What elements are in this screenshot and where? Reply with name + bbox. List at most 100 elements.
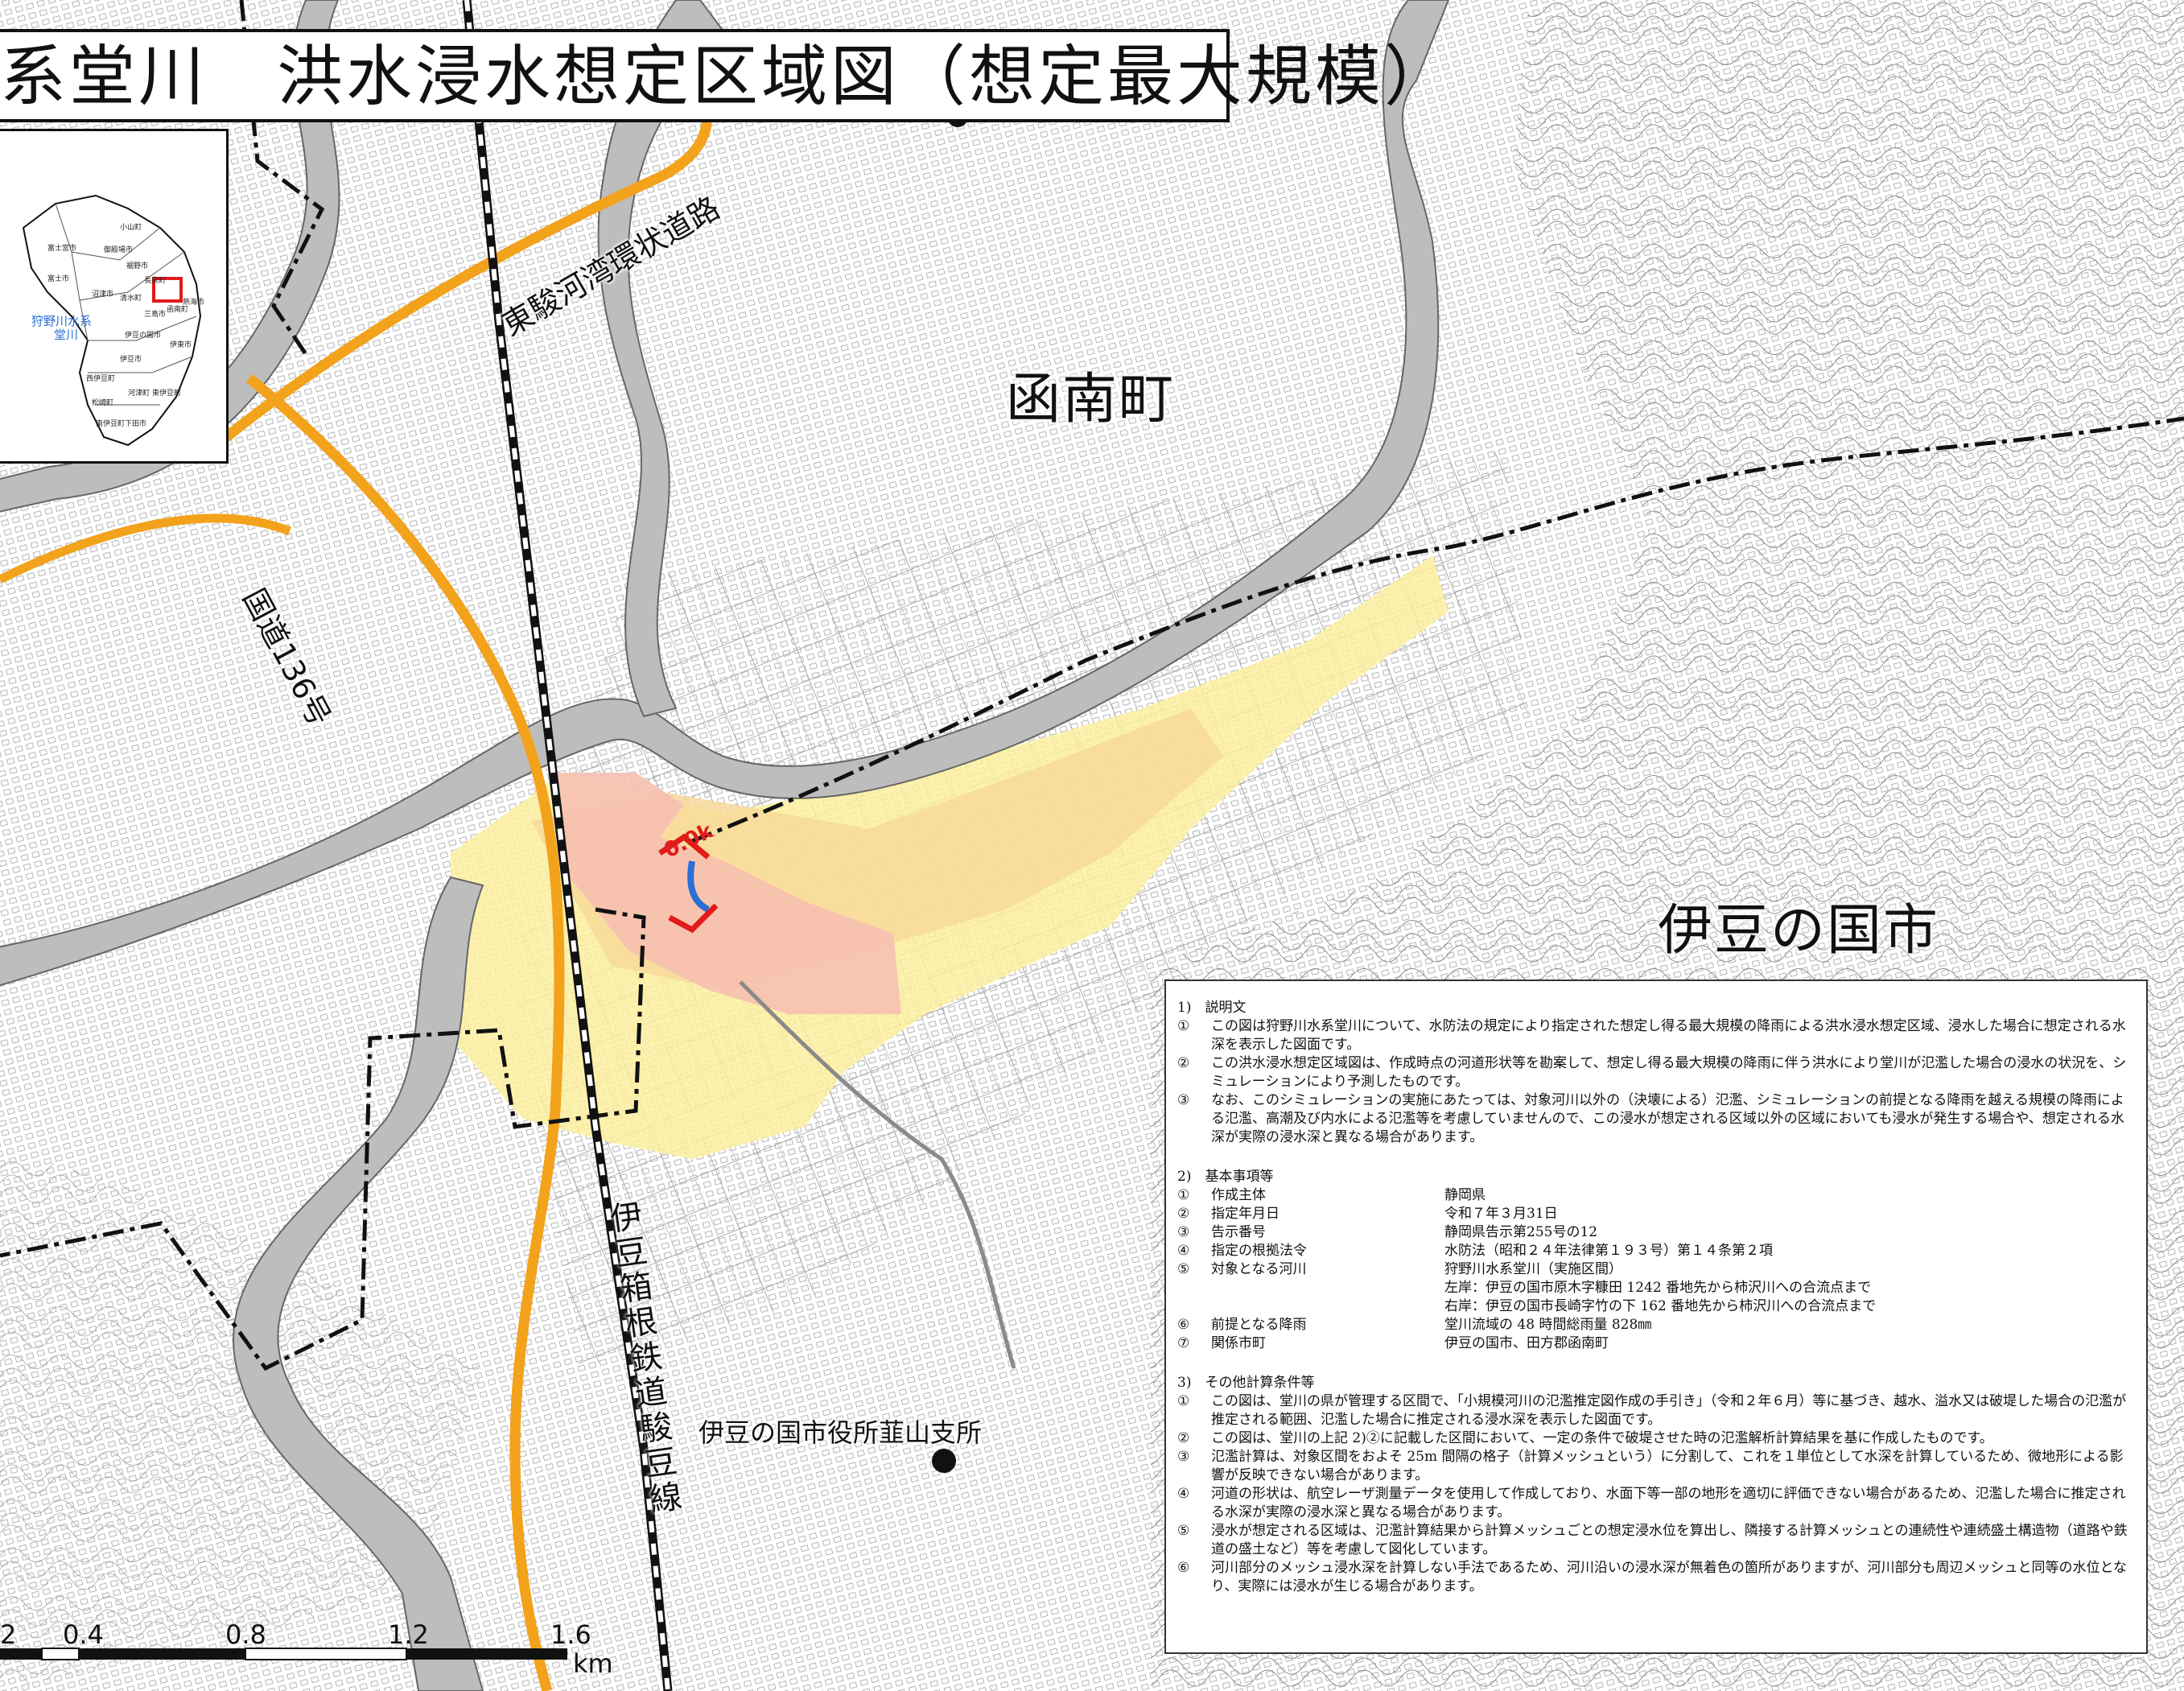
info-value: 伊豆の国市、田方郡函南町 — [1444, 1335, 1609, 1351]
info-key: 前提となる降雨 — [1211, 1317, 1307, 1333]
target-river — [687, 860, 711, 913]
item-number: ⑥ — [1177, 1317, 1190, 1333]
inset-label: 熱海市 — [183, 299, 205, 307]
left-bank-range: 左岸：伊豆の国市原木字糠田 1242 番地先から柿沢川への合流点まで — [1444, 1280, 1872, 1296]
info-key: 作成主体 — [1211, 1187, 1266, 1203]
inset-label: 伊豆の国市 — [125, 332, 162, 340]
town-label-kannami: 函南町 — [1006, 368, 1176, 431]
secondary-road — [739, 980, 1016, 1369]
scale-unit: km — [573, 1648, 613, 1679]
upper-river — [597, 0, 726, 718]
info-value: 水防法（昭和２４年法律第１９３号）第１４条第２項 — [1444, 1243, 1773, 1259]
item-number: ② — [1177, 1430, 1190, 1446]
inset-label: 清水町 — [120, 295, 142, 303]
inset-label: 南伊豆町 — [96, 420, 126, 428]
info-key: 指定の根拠法令 — [1211, 1243, 1307, 1259]
mountain-area-west — [0, 1151, 483, 1691]
info-key: 告示番号 — [1211, 1224, 1266, 1240]
inset-label: 伊東市 — [170, 341, 192, 349]
inset-label: 富士市 — [47, 275, 70, 283]
notes-section-2-title: 2) 基本事項等 — [1177, 1169, 1274, 1185]
notes-item: ② この図は、堂川の上記 2)②に記載した区間において、一定の条件で破堤させた時の… — [1177, 1429, 2135, 1448]
info-row: ③ 告示番号 静岡県告示第255号の12 — [1177, 1223, 2135, 1242]
location-inset-map: 小山町 御殿場市 富士宮市 裾野市 富士市 長泉町 清水町 沼津市 函南町 三島… — [0, 129, 229, 464]
scale-segment — [0, 1648, 42, 1660]
item-text: 氾濫計算は、対象区間をおよそ 25m 間隔の格子（計算メッシュという）に分割して… — [1211, 1449, 2124, 1483]
city-label-izunokuni: 伊豆の国市 — [1658, 899, 1940, 963]
inset-label: 下田市 — [125, 420, 147, 428]
item-number: ① — [1177, 1018, 1190, 1034]
item-text: 浸水が想定される区域は、氾濫計算結果から計算メッシュごとの想定浸水位を算出し、隣… — [1211, 1523, 2128, 1557]
item-number: ⑥ — [1177, 1560, 1190, 1576]
inset-label: 東伊豆町 — [152, 390, 182, 398]
item-text: 河川部分のメッシュ浸水深を計算しない手法であるため、河川沿いの浸水深が無着色の箇… — [1211, 1560, 2127, 1594]
info-value: 令和７年３月31日 — [1444, 1206, 1558, 1222]
inset-label: 伊豆市 — [120, 356, 142, 364]
scale-tick: 0.8 — [225, 1619, 266, 1650]
scale-segment — [79, 1648, 245, 1660]
left-road — [0, 513, 292, 584]
inset-label: 沼津市 — [92, 291, 114, 299]
item-number: ② — [1177, 1206, 1190, 1222]
inset-label: 三島市 — [144, 311, 167, 319]
info-value: 堂川流域の 48 時間総雨量 828㎜ — [1444, 1317, 1652, 1333]
item-text: 河道の形状は、航空レーザ測量データを使用して作成しており、水面下等一部の地形を適… — [1211, 1486, 2126, 1520]
municipal-boundary — [691, 416, 2184, 843]
info-key: 指定年月日 — [1211, 1206, 1279, 1222]
scale-segment — [406, 1648, 567, 1660]
info-row: ⑥ 前提となる降雨 堂川流域の 48 時間総雨量 828㎜ — [1177, 1316, 2135, 1334]
info-row: ⑦ 関係市町 伊豆の国市、田方郡函南町 — [1177, 1334, 2135, 1353]
section-marker — [658, 833, 719, 934]
office-label: 伊豆の国市役所韮山支所 — [698, 1417, 983, 1448]
item-number: ④ — [1177, 1243, 1190, 1259]
scale-tick: 2 — [0, 1619, 17, 1650]
info-key: 関係市町 — [1211, 1335, 1266, 1351]
municipal-boundary-south — [0, 907, 646, 1371]
spacer — [1177, 1353, 2135, 1371]
info-row: ② 指定年月日 令和７年３月31日 — [1177, 1205, 2135, 1223]
right-bank-range: 右岸：伊豆の国市長崎字竹の下 162 番地先から柿沢川への合流点まで — [1444, 1298, 1877, 1314]
item-number: ⑦ — [1177, 1335, 1190, 1351]
railway-line-dash — [464, 0, 670, 1691]
inset-label: 長泉町 — [144, 277, 167, 285]
notes-item: ⑥ 河川部分のメッシュ浸水深を計算しない手法であるため、河川沿いの浸水深が無着色の… — [1177, 1559, 2135, 1596]
item-text: なお、このシミュレーションの実施にあたっては、対象河川以外の（決壊による）氾濫、… — [1211, 1092, 2124, 1145]
scale-tick: 1.2 — [388, 1619, 429, 1650]
inset-region-lines — [55, 203, 197, 406]
inset-prefecture-outline — [22, 194, 202, 447]
inset-label: 西伊豆町 — [86, 375, 116, 383]
notes-item: ⑤ 浸水が想定される区域は、氾濫計算結果から計算メッシュごとの想定浸水位を算出し、… — [1177, 1522, 2135, 1559]
inset-label: 御殿場市 — [104, 246, 134, 254]
inset-river-label-line2: 堂川 — [54, 328, 79, 342]
notes-item: ③ 氾濫計算は、対象区間をおよそ 25m 間隔の格子（計算メッシュという）に分割し… — [1177, 1448, 2135, 1485]
section-bracket — [658, 833, 719, 934]
info-value: 静岡県告示第255号の12 — [1444, 1224, 1598, 1240]
scale-tick: 1.6 — [550, 1619, 591, 1650]
inset-label: 河津町 — [128, 390, 150, 398]
route-136 — [245, 373, 565, 1691]
info-key: 対象となる河川 — [1211, 1261, 1307, 1277]
info-row: ④ 指定の根拠法令 水防法（昭和２４年法律第１９３号）第１４条第２項 — [1177, 1242, 2135, 1260]
notes-section-1-title: 1) 説明文 — [1177, 1000, 1247, 1016]
item-number: ③ — [1177, 1449, 1190, 1465]
item-text: この図は、堂川の上記 2)②に記載した区間において、一定の条件で破堤させた時の氾… — [1211, 1430, 1993, 1446]
item-number: ⑤ — [1177, 1523, 1190, 1539]
inset-map-svg — [22, 194, 202, 447]
item-number: ③ — [1177, 1224, 1190, 1240]
inset-label: 松崎町 — [92, 399, 114, 407]
title-box: 系堂川 洪水浸水想定区域図（想定最大規模） — [0, 29, 1450, 122]
item-number: ② — [1177, 1055, 1190, 1071]
inset-river-label: 狩野川水系 堂川 — [31, 315, 92, 342]
notes-section-3-title: 3) その他計算条件等 — [1177, 1375, 1315, 1391]
inset-river-label-line1: 狩野川水系 — [31, 314, 93, 328]
scale-tick: 0.4 — [63, 1619, 104, 1650]
item-number: ⑤ — [1177, 1261, 1190, 1277]
inset-highlight-box — [152, 277, 183, 303]
